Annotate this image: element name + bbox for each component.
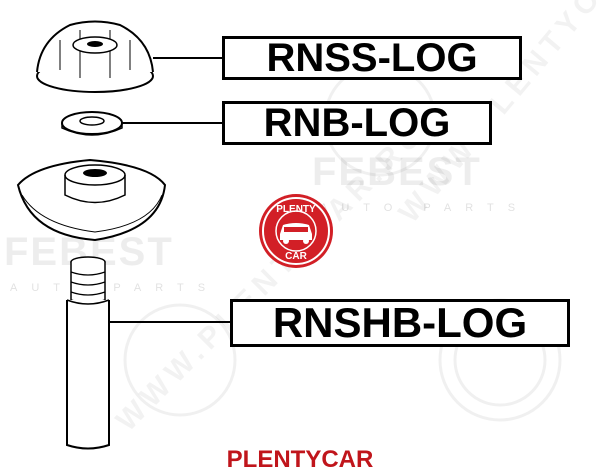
stamp-bottom-text: CAR [285,251,307,262]
part-label-rnb-log: RNB-LOG [222,101,492,145]
watermark-subtitle-left: AUTO PARTS [10,282,220,294]
stamp-top-text: PLENTY [276,204,316,215]
part-label-rnss-log: RNSS-LOG [222,36,522,80]
bearing-part [61,111,222,136]
top-mount-part [36,20,222,93]
bump-stop-boot-part [66,256,230,450]
spring-seat-part [16,158,167,242]
watermark-subtitle-right: AUTO PARTS [320,202,530,214]
watermark-febest-right: FEBEST [312,150,482,194]
part-label-rnshb-log: RNSHB-LOG [230,299,570,347]
plentycar-stamp-logo: PLENTY CAR [259,194,333,268]
footer-brand-text: PLENTYCAR [226,446,374,473]
